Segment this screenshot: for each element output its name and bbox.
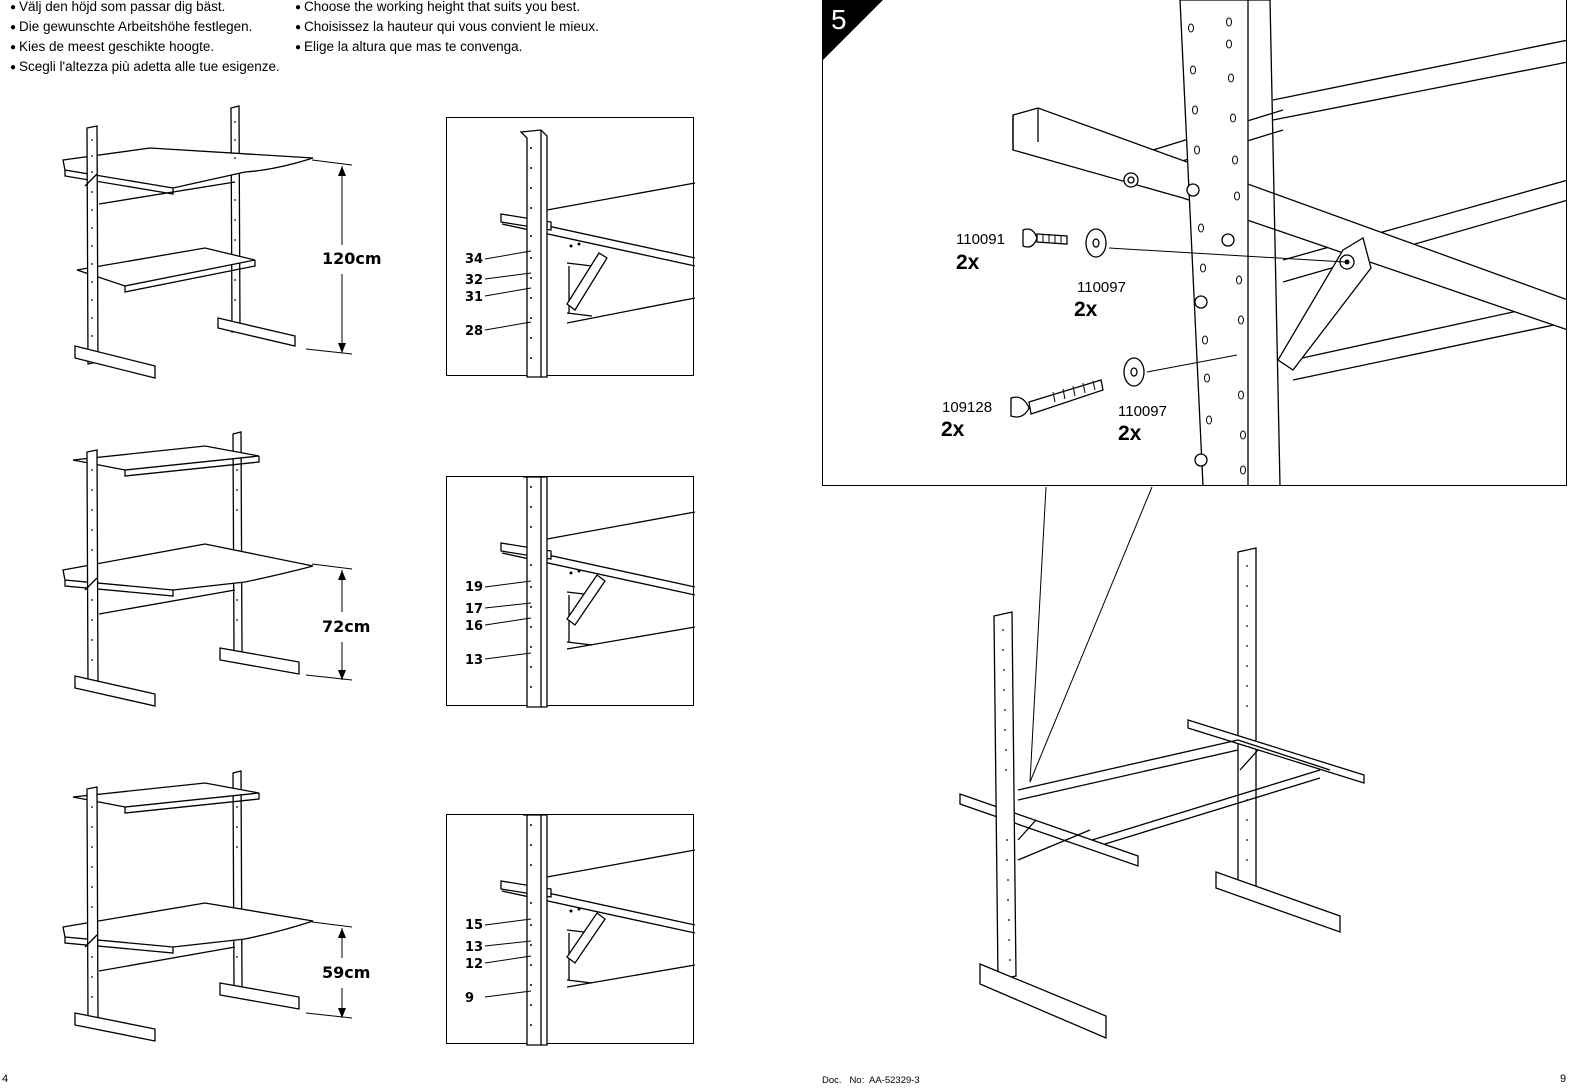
hole-label: 32 (465, 273, 484, 288)
instructions-col2: ●Choose the working height that suits yo… (295, 0, 599, 57)
hole-label: 13 (465, 653, 484, 668)
part-quantity: 2x (941, 418, 965, 441)
doc-label: Doc. No: (822, 1075, 865, 1086)
hole-label: 19 (465, 580, 484, 595)
hole-label: 12 (465, 957, 484, 972)
hole-label: 15 (465, 918, 484, 933)
part-number: 110097 (1118, 403, 1167, 420)
part-number: 109128 (942, 399, 993, 416)
doc-number: Doc. No: AA-52329-3 (822, 1075, 920, 1086)
instruction-it: ●Scegli l'altezza più adetta alle tue es… (10, 59, 280, 74)
part-quantity: 2x (956, 251, 980, 274)
detail-box-120cm: 34 32 31 28 (446, 117, 696, 378)
instruction-en: ●Choose the working height that suits yo… (295, 0, 581, 14)
part-quantity: 2x (1074, 298, 1098, 321)
instructions-col1: ●Välj den höjd som passar dig bäst. ●Die… (10, 0, 280, 77)
detail-box-72cm: 19 17 16 13 (446, 476, 696, 708)
detail-box-59cm: 15 13 12 9 (446, 814, 696, 1046)
hole-label: 31 (465, 290, 484, 305)
instruction-es: ●Elige la altura que mas te convenga. (295, 39, 523, 54)
desk-illustration-120cm (62, 105, 314, 379)
height-label-72cm: 72cm (322, 615, 371, 638)
hole-label: 16 (465, 619, 484, 634)
step-number: 5 (831, 4, 847, 35)
height-label-120cm: 120cm (322, 247, 382, 270)
dimension-line-72cm (305, 563, 353, 681)
height-label-59cm: 59cm (322, 961, 371, 984)
part-number: 110097 (1077, 279, 1126, 296)
instruction-fr: ●Choisissez la hauteur qui vous convient… (295, 19, 599, 34)
step-detail-box: 5 110091 2x 110097 2x 109128 2x 110097 2… (822, 0, 1567, 486)
part-number: 110091 (956, 231, 1005, 248)
desk-illustration-59cm (62, 770, 314, 1042)
hole-label: 9 (465, 991, 475, 1006)
doc-id: AA-52329-3 (869, 1075, 920, 1086)
upright-holes (91, 121, 236, 337)
page-number-left: 4 (2, 1073, 9, 1085)
hole-label: 34 (465, 252, 484, 267)
instruction-de: ●Die gewunschte Arbeitshöhe festlegen. (10, 19, 253, 34)
dimension-line-120cm (305, 159, 353, 355)
instruction-nl: ●Kies de meest geschikte hoogte. (10, 39, 215, 54)
hole-label: 28 (465, 324, 484, 339)
part-quantity: 2x (1118, 422, 1142, 445)
desk-illustration-72cm (62, 431, 314, 707)
dimension-line-59cm (305, 921, 353, 1019)
instruction-sv: ●Välj den höjd som passar dig bäst. (10, 0, 226, 14)
hole-label: 17 (465, 602, 484, 617)
page-number-right: 9 (1560, 1073, 1567, 1085)
hole-label: 13 (465, 940, 484, 955)
frame-assembly-illustration (959, 486, 1365, 1039)
